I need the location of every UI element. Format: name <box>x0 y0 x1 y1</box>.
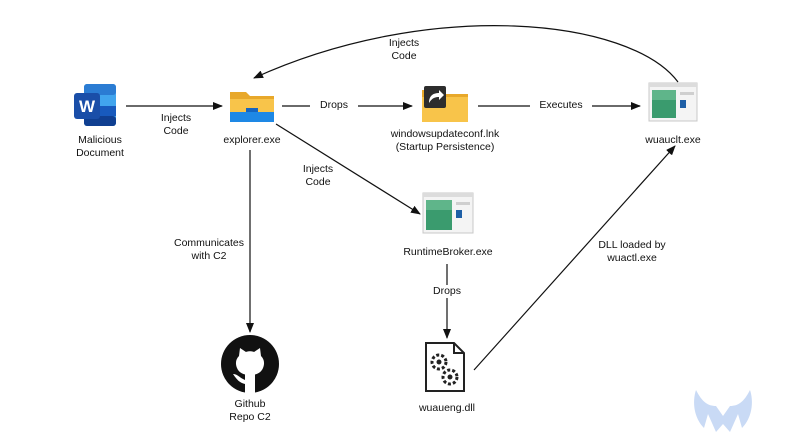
lnk-label: windowsupdateconf.lnk (Startup Persisten… <box>390 128 500 153</box>
malwarebytes-logo-icon <box>694 390 752 432</box>
runtimebroker-label: RuntimeBroker.exe <box>403 246 493 258</box>
edge-label-explorer-to-lnk: Drops <box>310 99 358 112</box>
edge-explorer-to-runtimebroker <box>275 123 421 215</box>
wuauclt-label: wuauclt.exe <box>645 134 701 146</box>
explorer-label: explorer.exe <box>223 134 281 146</box>
edge-wuaueng-to-wuauclt <box>473 145 676 371</box>
edge-label-lnk-to-wuauclt: Executes <box>530 99 592 112</box>
edge-label-wuaueng-to-wuauclt: DLL loaded by wuactl.exe <box>598 239 666 264</box>
malicious-document-label: Malicious Document <box>76 134 124 159</box>
edge-label-doc-to-explorer: Injects Code <box>160 112 192 137</box>
word-document-icon: W <box>74 84 116 126</box>
application-window-icon <box>648 82 698 122</box>
shortcut-folder-icon <box>422 86 468 122</box>
folder-icon <box>230 92 274 122</box>
github-label: Github Repo C2 <box>229 398 271 423</box>
edge-label-wuauclt-to-explorer: Injects Code <box>388 37 420 62</box>
wuaueng-label: wuaueng.dll <box>418 402 476 414</box>
edge-label-explorer-to-github: Communicates with C2 <box>173 237 245 262</box>
github-icon <box>221 335 279 393</box>
edge-label-runtimebroker-to-wuaueng: Drops <box>422 285 472 298</box>
application-window-icon <box>422 192 474 234</box>
dll-gear-file-icon <box>425 342 465 392</box>
edge-wuauclt-to-explorer <box>253 25 679 83</box>
svg-text:W: W <box>79 97 96 116</box>
edge-label-explorer-to-runtimebroker: Injects Code <box>302 163 334 188</box>
